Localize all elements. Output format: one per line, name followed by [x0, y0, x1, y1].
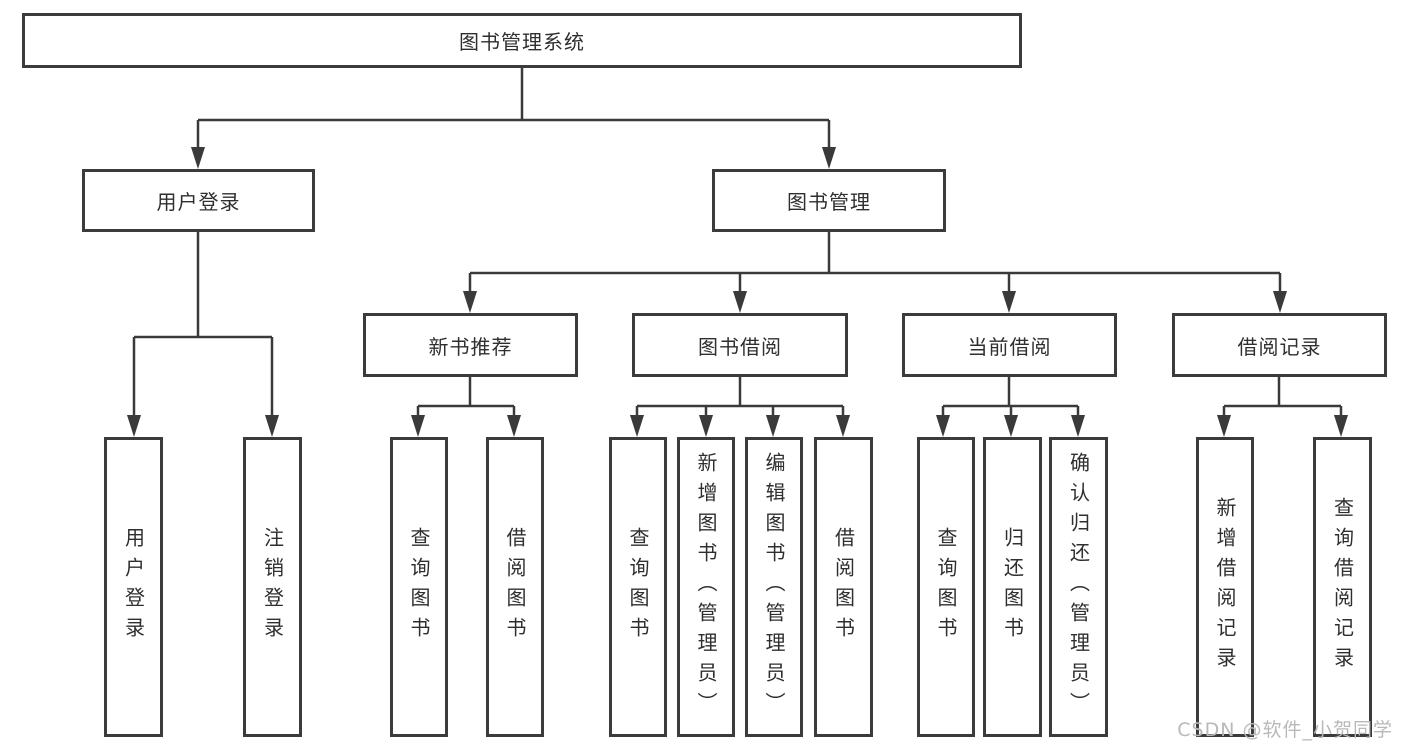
- leaf-query-books-current: 查询图书: [917, 437, 975, 737]
- leaf-confirm-return-admin-label: 确认归还（管理员）: [1066, 452, 1091, 722]
- node-book-management-label: 图书管理: [787, 190, 871, 214]
- leaf-add-borrow-record: 新增借阅记录: [1196, 437, 1254, 737]
- leaf-borrow-books-borrow: 借阅图书: [814, 437, 873, 737]
- leaf-borrow-books-borrow-label: 借阅图书: [831, 527, 856, 647]
- node-book-borrow-label: 图书借阅: [698, 334, 782, 359]
- leaf-query-books-recommend-label: 查询图书: [407, 527, 431, 647]
- leaf-add-borrow-record-label: 新增借阅记录: [1213, 497, 1237, 677]
- leaf-add-book-admin-label: 新增图书（管理员）: [694, 452, 718, 722]
- node-user-login-label: 用户登录: [156, 190, 241, 214]
- node-root-label: 图书管理系统: [459, 30, 585, 54]
- leaf-query-borrow-record-label: 查询借阅记录: [1330, 497, 1355, 677]
- leaf-query-books-recommend: 查询图书: [390, 437, 448, 737]
- leaf-edit-book-admin: 编辑图书（管理员）: [745, 437, 803, 737]
- node-current-borrow: 当前借阅: [902, 313, 1117, 377]
- leaf-confirm-return-admin: 确认归还（管理员）: [1049, 437, 1108, 737]
- leaf-query-books-borrow: 查询图书: [609, 437, 667, 737]
- leaf-logout: 注销登录: [243, 437, 302, 737]
- node-borrow-records: 借阅记录: [1172, 313, 1387, 377]
- leaf-return-book-label: 归还图书: [1000, 527, 1025, 647]
- node-current-borrow-label: 当前借阅: [967, 334, 1052, 359]
- leaf-query-books-current-label: 查询图书: [934, 527, 958, 647]
- leaf-borrow-books-recommend: 借阅图书: [486, 437, 544, 737]
- leaf-borrow-books-recommend-label: 借阅图书: [503, 527, 527, 647]
- node-root: 图书管理系统: [22, 13, 1022, 68]
- leaf-query-borrow-record: 查询借阅记录: [1313, 437, 1372, 737]
- node-book-borrow: 图书借阅: [632, 313, 848, 377]
- node-new-book-recommend: 新书推荐: [363, 313, 578, 377]
- node-book-management: 图书管理: [712, 169, 946, 232]
- leaf-logout-label: 注销登录: [260, 527, 285, 647]
- node-borrow-records-label: 借阅记录: [1237, 334, 1322, 359]
- node-new-book-recommend-label: 新书推荐: [428, 334, 513, 359]
- watermark: CSDN @软件_小贺同学: [1177, 719, 1393, 741]
- leaf-user-login-label: 用户登录: [121, 527, 146, 647]
- leaf-query-books-borrow-label: 查询图书: [626, 527, 650, 647]
- leaf-edit-book-admin-label: 编辑图书（管理员）: [762, 452, 786, 722]
- node-user-login: 用户登录: [82, 169, 315, 232]
- leaf-add-book-admin: 新增图书（管理员）: [677, 437, 735, 737]
- leaf-return-book: 归还图书: [983, 437, 1042, 737]
- leaf-user-login: 用户登录: [104, 437, 163, 737]
